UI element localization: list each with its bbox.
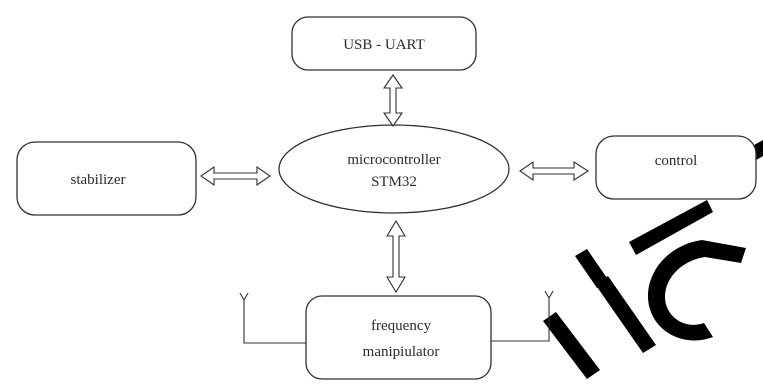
- microcontroller-ellipse: [278, 124, 510, 214]
- antenna-right: [491, 290, 554, 342]
- control-label: control: [655, 153, 698, 169]
- stabilizer-box: [16, 141, 197, 216]
- watermark-stroke: [543, 312, 600, 379]
- watermark-stroke: [648, 240, 746, 341]
- usb-uart-block: USB - UART: [291, 16, 477, 71]
- antenna-left-tip: [239, 292, 245, 301]
- microcontroller-block: microcontroller STM32: [278, 124, 510, 214]
- mcu-frequency-double-arrow: [386, 219, 406, 294]
- watermark-stroke: [595, 276, 656, 353]
- control-box: [595, 135, 757, 200]
- mcu-control-double-arrow: [519, 160, 590, 182]
- antenna-right-wire: [491, 298, 550, 342]
- antenna-left-wire: [243, 300, 306, 344]
- microcontroller-label-line2: STM32: [371, 174, 417, 190]
- frequency-manipulator-block: frequency manipiulator: [305, 295, 492, 380]
- usb-uart-label: USB - UART: [343, 37, 425, 53]
- antenna-right-tip: [544, 290, 550, 299]
- watermark-stroke: [629, 200, 713, 255]
- control-block: control: [595, 135, 757, 200]
- microcontroller-label-line1: microcontroller: [347, 152, 440, 168]
- antenna-right-tip: [548, 290, 554, 299]
- antenna-left: [239, 292, 306, 344]
- stabilizer-label: stabilizer: [71, 172, 126, 188]
- usb-uart-box: [291, 16, 477, 71]
- stabilizer-block: stabilizer: [16, 141, 197, 216]
- frequency-manipulator-box: [305, 295, 492, 380]
- frequency-manipulator-label-line2: manipiulator: [363, 344, 440, 360]
- watermark-stroke: [575, 249, 609, 288]
- stabilizer-mcu-double-arrow: [200, 165, 271, 187]
- antenna-left-tip: [243, 292, 249, 301]
- frequency-manipulator-label-line1: frequency: [371, 318, 431, 334]
- usb-mcu-double-arrow: [382, 74, 404, 127]
